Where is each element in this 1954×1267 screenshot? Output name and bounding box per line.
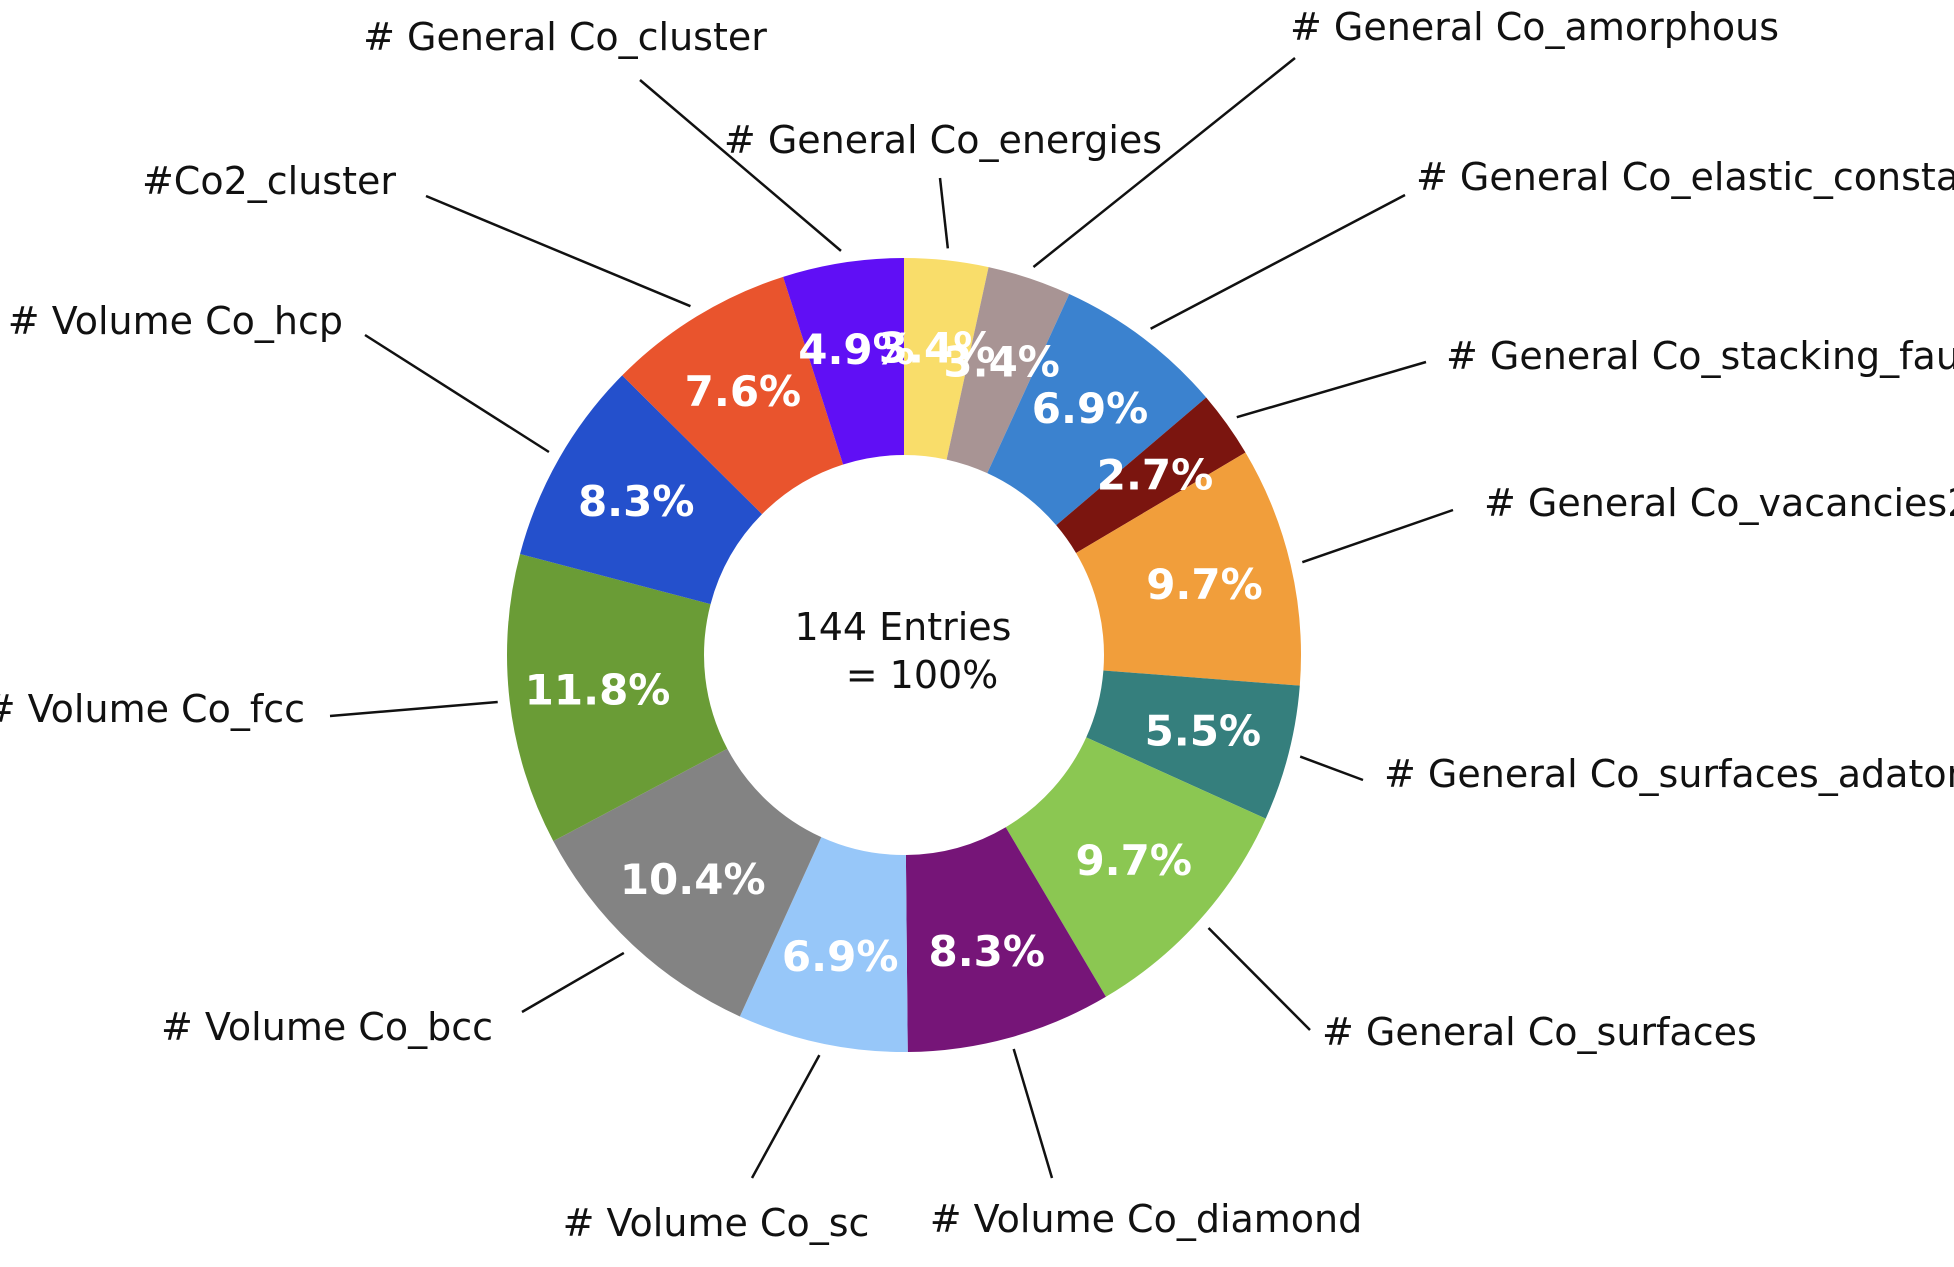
- slice-value-label: 3.4%: [943, 337, 1059, 386]
- value-labels-layer: 3.4%3.4%6.9%2.7%9.7%5.5%9.7%8.3%6.9%10.4…: [525, 323, 1263, 981]
- slice-value-label: 6.9%: [1032, 384, 1148, 433]
- slices-layer: [506, 258, 1301, 1052]
- donut-slice: [987, 294, 1207, 526]
- slice-category-label: # Volume Co_diamond: [930, 1197, 1363, 1241]
- slice-category-label: # General Co_energies: [724, 118, 1162, 162]
- slice-value-label: 8.3%: [578, 477, 694, 526]
- leader-line: [1301, 508, 1454, 564]
- slice-category-label: # Volume Co_hcp: [8, 299, 343, 343]
- slice-category-label: # Volume Co_sc: [563, 1201, 870, 1245]
- leader-line: [938, 177, 950, 249]
- donut-slice: [1005, 737, 1266, 997]
- center-label-line2: = 100%: [846, 653, 999, 697]
- leader-line: [425, 194, 691, 308]
- leader-line: [329, 700, 498, 718]
- slice-value-label: 3.4%: [879, 323, 995, 372]
- slice-value-label: 6.9%: [782, 932, 898, 981]
- slice-category-label: # General Co_stacking_faults: [1446, 334, 1954, 378]
- leader-line: [1012, 1048, 1054, 1179]
- leader-line: [1150, 193, 1406, 330]
- slice-value-label: 4.9%: [798, 325, 914, 374]
- slice-value-label: 11.8%: [525, 665, 671, 714]
- leader-line: [1032, 57, 1296, 269]
- slice-value-label: 9.7%: [1146, 560, 1262, 609]
- donut-slice: [1056, 397, 1246, 554]
- donut-slice: [1076, 452, 1301, 686]
- slice-value-label: 8.3%: [929, 927, 1045, 976]
- donut-slice: [739, 837, 908, 1052]
- leader-line: [750, 1054, 821, 1179]
- slice-value-label: 2.7%: [1097, 451, 1213, 500]
- donut-slice: [520, 375, 763, 605]
- donut-slice: [783, 258, 904, 465]
- outer-labels-layer: # General Co_energies # General Co_amorph…: [0, 5, 1954, 1245]
- slice-category-label: # Volume Co_bcc: [161, 1005, 493, 1049]
- slice-category-label: # General Co_amorphous: [1290, 5, 1779, 49]
- donut-slice: [904, 258, 989, 460]
- slice-category-label: # General Co_cluster: [363, 15, 767, 59]
- slice-category-label: # General Co_elastic_constants: [1416, 155, 1954, 199]
- slice-category-label: #Co2_cluster: [142, 159, 396, 203]
- donut-slice: [622, 276, 844, 515]
- donut-slice: [946, 267, 1070, 474]
- donut-slice: [553, 748, 822, 1017]
- slice-category-label: # General Co_surfaces: [1322, 1010, 1757, 1054]
- slice-value-label: 7.6%: [685, 367, 801, 416]
- slice-value-label: 10.4%: [620, 855, 766, 904]
- donut-slice: [1086, 670, 1300, 819]
- leader-line: [521, 951, 625, 1014]
- slice-value-label: 9.7%: [1075, 836, 1191, 885]
- leader-line: [364, 333, 550, 454]
- leader-line: [1207, 927, 1311, 1031]
- leader-line: [639, 79, 842, 252]
- slice-category-label: # Volume Co_fcc: [0, 687, 305, 731]
- center-label-line1: 144 Entries: [795, 605, 1012, 649]
- leader-line: [1299, 755, 1364, 782]
- leader-line: [1236, 360, 1427, 419]
- slice-category-label: # General Co_vacancies2: [1484, 481, 1954, 525]
- slice-value-label: 5.5%: [1145, 707, 1261, 756]
- slice-category-label: # General Co_surfaces_adatom: [1384, 752, 1954, 796]
- donut-slice: [905, 827, 1106, 1052]
- leaders-layer: [329, 57, 1454, 1179]
- donut-slice: [506, 553, 728, 842]
